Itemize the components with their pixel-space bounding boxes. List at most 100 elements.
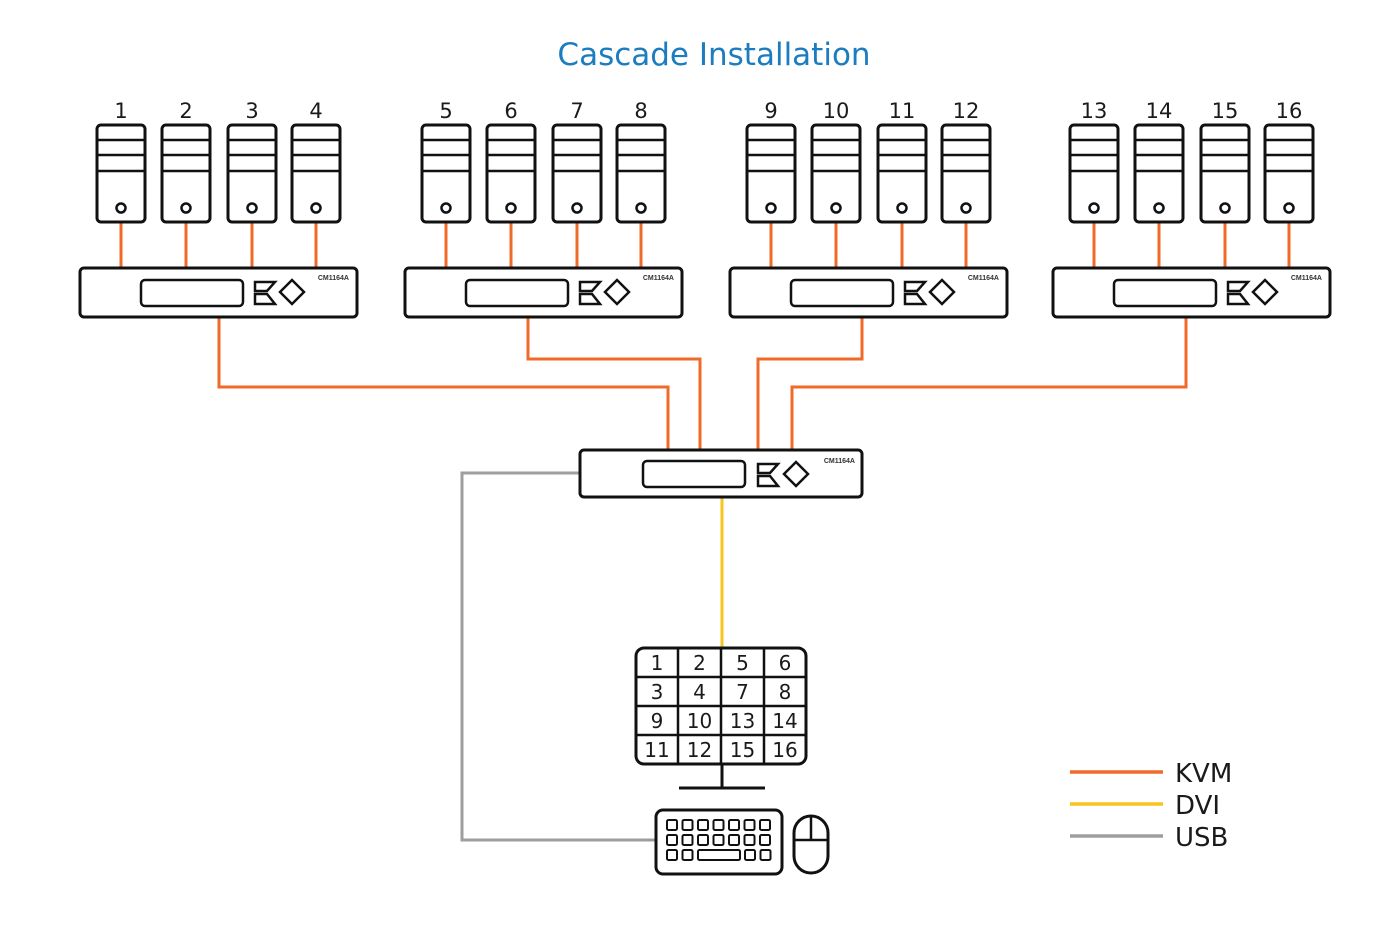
server-tower-icon [876,123,928,224]
diagram-title: Cascade Installation [557,37,870,73]
server-number-label: 15 [1212,99,1239,123]
kvm-cascade-cable [756,317,864,450]
switch-body [78,266,359,319]
switch-diamond-icon [1251,278,1279,306]
legend-label: DVI [1175,791,1220,821]
server-number-label: 7 [570,99,583,123]
server-tower-icon [290,123,342,224]
server-tower-icon [1133,123,1185,224]
switch-model-label: CM1164A [968,275,999,282]
kvm-cascade-cable [217,317,670,450]
server-tower-icon [551,123,603,224]
monitor-cell-label: 13 [730,709,755,733]
server-tower-icon [940,123,992,224]
mouse-icon [792,814,830,875]
monitor-cell-label: 8 [779,680,792,704]
switch-model-label: CM1164A [318,275,349,282]
monitor-cell-label: 3 [651,680,664,704]
server-number-label: 16 [1276,99,1303,123]
switch-display [464,278,570,308]
server-tower-icon [1199,123,1251,224]
server-tower-icon [1263,123,1315,224]
kvm-switch: CM1164A [728,266,1009,319]
legend-item: USB [1070,823,1228,853]
switch-display [139,278,245,308]
master-switch-display [641,459,747,489]
master-switch-model: CM1164A [824,458,855,465]
switch-model-label: CM1164A [1291,275,1322,282]
switch-buttons-icon [903,280,928,306]
server-number-label: 12 [953,99,980,123]
server-number-label: 5 [439,99,452,123]
legend-label: KVM [1175,759,1232,789]
legend-label: USB [1175,823,1228,853]
kvm-switch: CM1164A [1051,266,1332,319]
switch-display [1112,278,1218,308]
master-switch-diamond-icon [782,460,810,488]
server-number-label: 8 [634,99,647,123]
server-number-label: 11 [889,99,916,123]
usb-cable [460,471,656,842]
server-number-label: 10 [823,99,850,123]
master-kvm-switch: CM1164A [578,448,864,499]
server-tower-icon [95,123,147,224]
server-tower-icon [1068,123,1120,224]
master-switch-body [578,448,864,499]
server-tower-icon [615,123,667,224]
kvm-switch: CM1164A [403,266,684,319]
monitor-cell-label: 4 [693,680,706,704]
server-number-label: 3 [245,99,258,123]
server-tower-icon [745,123,797,224]
server-tower-icon [226,123,278,224]
legend-item: DVI [1070,791,1220,821]
server-number-label: 14 [1146,99,1173,123]
server-number-label: 4 [309,99,322,123]
monitor-cell-label: 9 [651,709,664,733]
server-tower-icon [810,123,862,224]
monitor-cell-label: 5 [736,651,749,675]
switch-diamond-icon [278,278,306,306]
master-switch-buttons-icon [756,462,781,488]
monitor-cell-label: 16 [772,738,797,762]
switch-buttons-icon [253,280,278,306]
monitor-cell-label: 14 [772,709,797,733]
switch-buttons-icon [578,280,603,306]
server-number-label: 13 [1081,99,1108,123]
monitor-cell-label: 10 [687,709,712,733]
kvm-cascade-cable [526,317,702,450]
keyboard-icon [654,808,784,876]
monitor-cell-label: 7 [736,680,749,704]
switch-body [1051,266,1332,319]
monitor-cell-label: 11 [644,738,669,762]
monitor-cell-label: 2 [693,651,706,675]
switch-body [728,266,1009,319]
server-tower-icon [485,123,537,224]
cables [119,222,1291,842]
kvm-switch: CM1164A [78,266,359,319]
switch-body [403,266,684,319]
switch-buttons-icon [1226,280,1251,306]
server-number-label: 9 [764,99,777,123]
monitor-cell-label: 1 [651,651,664,675]
switch-diamond-icon [928,278,956,306]
server-number-label: 2 [179,99,192,123]
switch-diamond-icon [603,278,631,306]
server-tower-icon [160,123,212,224]
monitor-cell-label: 12 [687,738,712,762]
switch-display [789,278,895,308]
legend-item: KVM [1070,759,1232,789]
switch-model-label: CM1164A [643,275,674,282]
server-tower-icon [420,123,472,224]
server-number-label: 6 [504,99,517,123]
monitor-cell-label: 15 [730,738,755,762]
monitor-cell-label: 6 [779,651,792,675]
server-number-label: 1 [114,99,127,123]
